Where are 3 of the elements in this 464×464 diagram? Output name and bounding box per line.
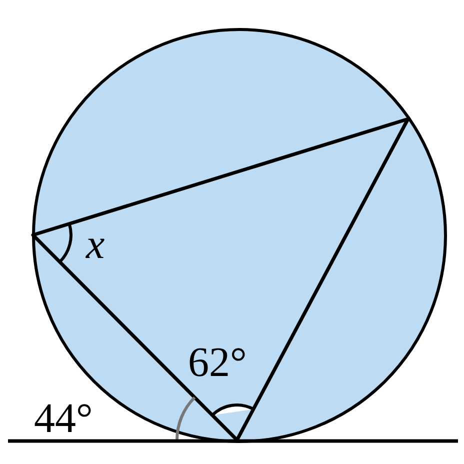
angle-label: x <box>86 224 105 266</box>
angle-label: 62° <box>188 342 247 384</box>
angle-label: 44° <box>34 398 93 440</box>
